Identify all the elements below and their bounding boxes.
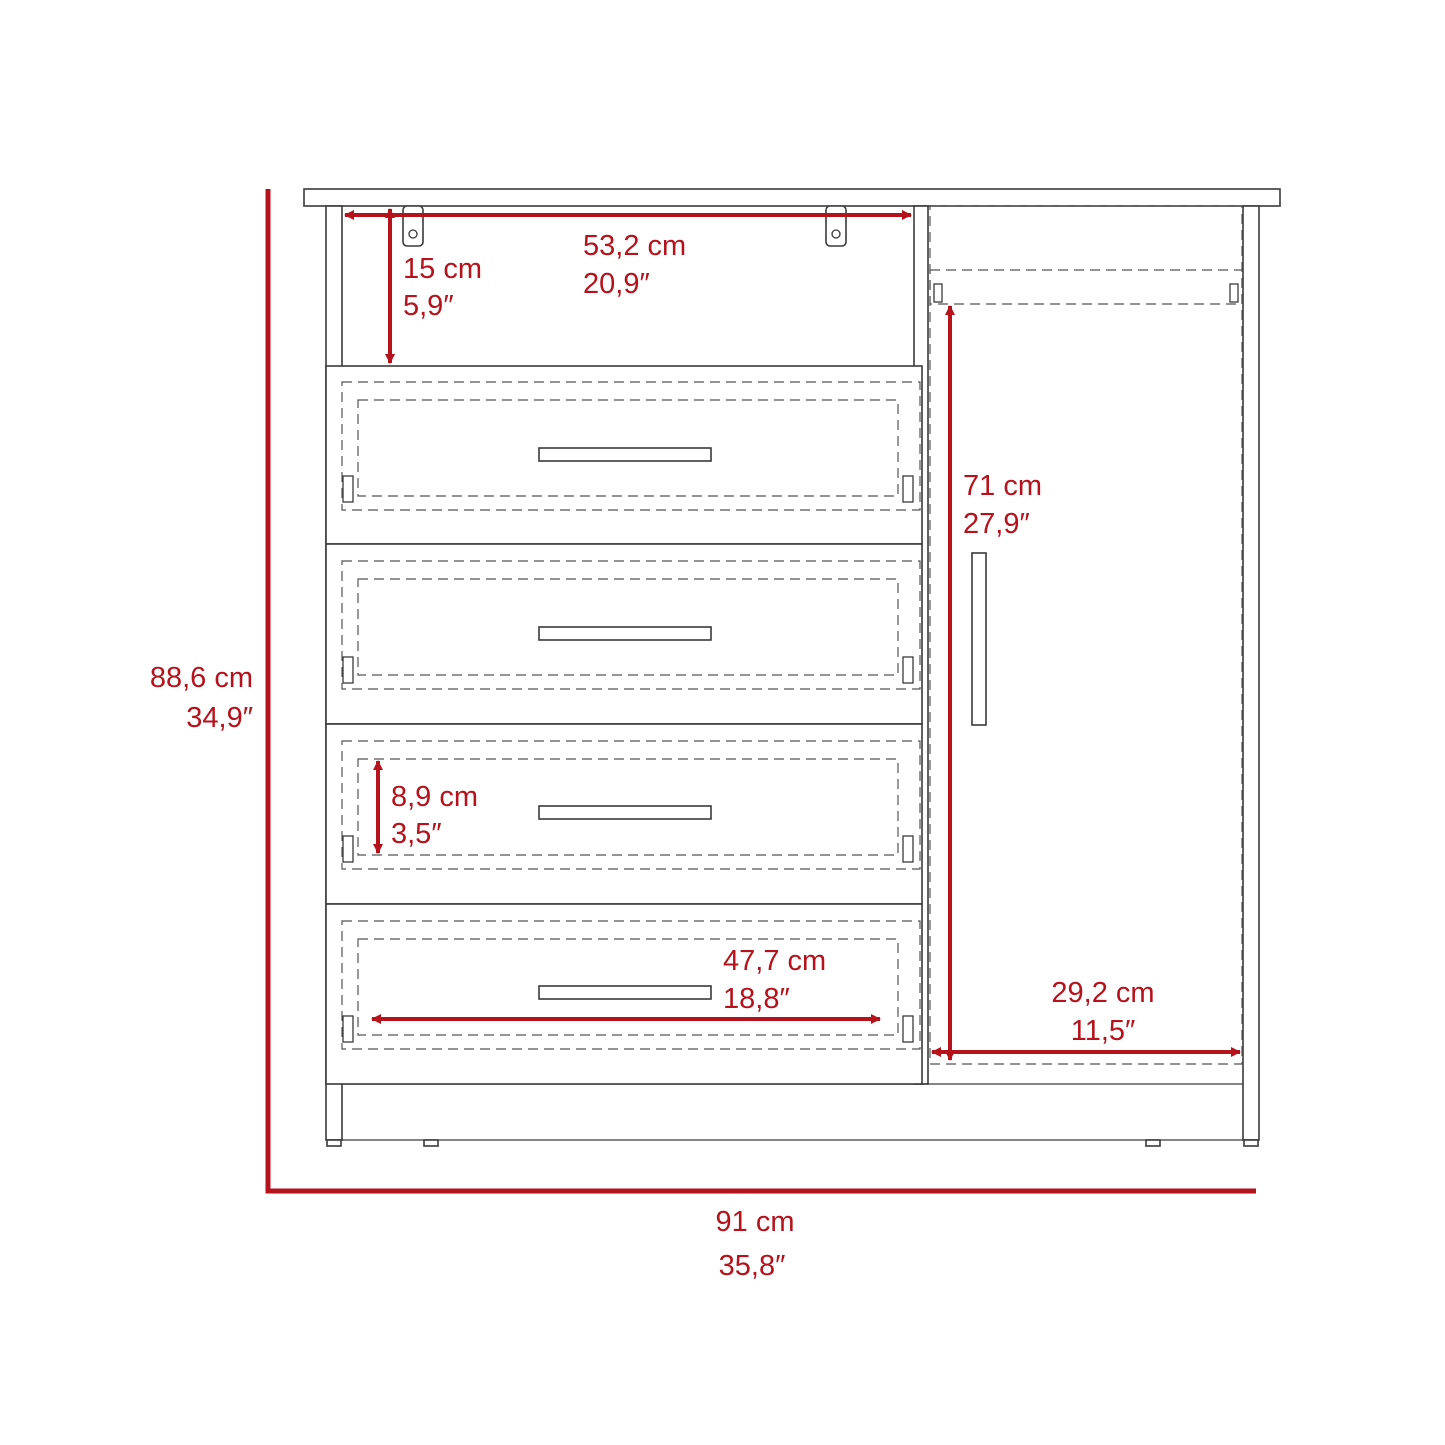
foot [1145, 1139, 1161, 1147]
cabinet-height-cm: 71 cm [963, 470, 1042, 502]
drawer-width-in: 18,8″ [723, 983, 790, 1015]
dimension-labels: 88,6 cm 34,9″ 91 cm 35,8″ 53,2 cm 20,9″ … [150, 230, 1155, 1282]
drawer-height-cm: 8,9 cm [391, 781, 478, 813]
drawer-width-cm: 47,7 cm [723, 945, 826, 977]
cabinet-height-in: 27,9″ [963, 508, 1030, 540]
top-shelf-width-in: 20,9″ [583, 268, 650, 300]
cabinet-width-cm: 29,2 cm [1051, 977, 1154, 1009]
wall-bracket [825, 205, 847, 247]
overall-dimension-line [265, 189, 1256, 1194]
drawer [325, 543, 923, 725]
drawer-handle [538, 985, 712, 1000]
wall-bracket [402, 205, 424, 247]
foot [1243, 1139, 1259, 1147]
drawer-handle [538, 626, 712, 641]
total-height-cm: 88,6 cm [150, 662, 253, 694]
drawer-handle [538, 805, 712, 820]
total-width-in: 35,8″ [719, 1250, 786, 1282]
drawer [325, 365, 923, 545]
drawer-height-in: 3,5″ [391, 818, 442, 850]
drawer [325, 903, 923, 1085]
total-width-cm: 91 cm [716, 1206, 795, 1238]
total-height-in: 34,9″ [186, 702, 253, 734]
top-shelf-height-cm: 15 cm [403, 253, 482, 285]
foot [423, 1139, 439, 1147]
cabinet-width-in: 11,5″ [1071, 1015, 1136, 1047]
drawer-handle [538, 447, 712, 462]
door-handle [971, 552, 987, 726]
drawer [325, 723, 923, 905]
top-board [303, 188, 1281, 207]
dresser-drawing [303, 188, 1281, 1147]
top-shelf-height-in: 5,9″ [403, 290, 454, 322]
right-side-panel [1242, 205, 1260, 1141]
dimension-lines [265, 189, 1256, 1194]
foot [326, 1139, 342, 1147]
cabinet-door [929, 205, 1243, 1065]
top-shelf-width-cm: 53,2 cm [583, 230, 686, 262]
